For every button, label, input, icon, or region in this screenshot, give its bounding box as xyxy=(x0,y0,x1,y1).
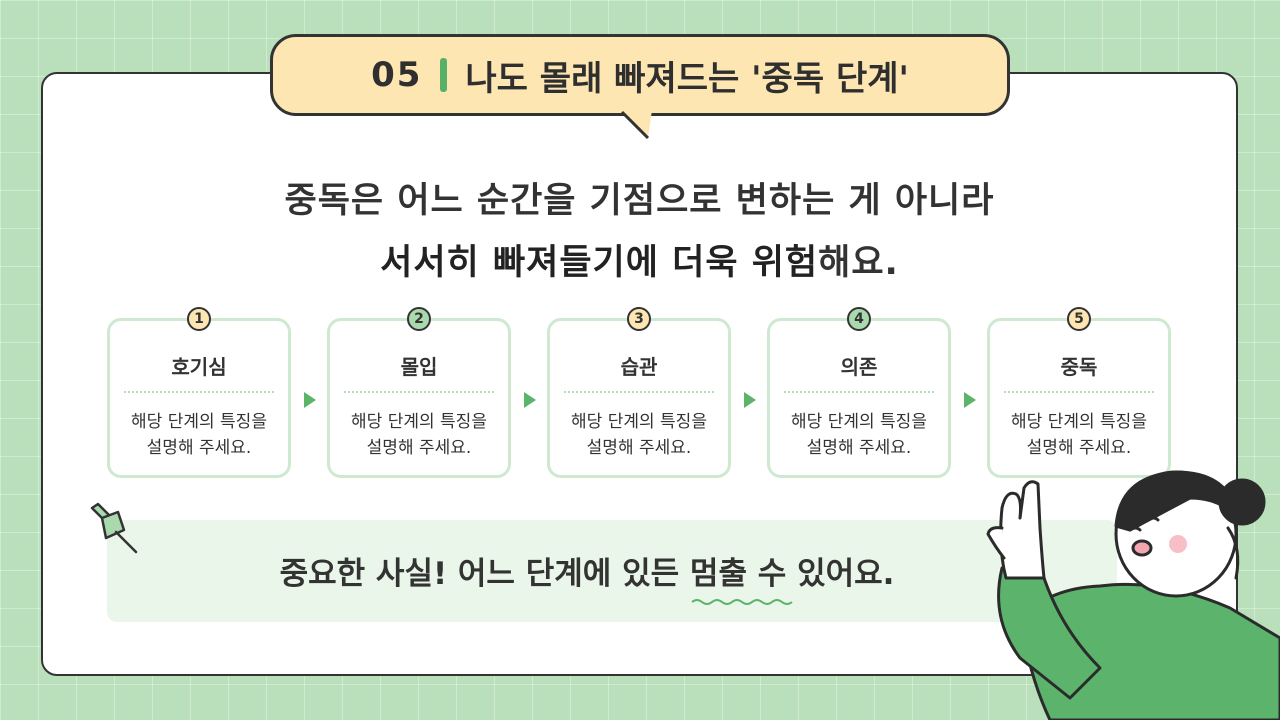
step-title: 습관 xyxy=(620,355,658,379)
arrow-right-icon xyxy=(964,392,976,408)
step-number-badge: 3 xyxy=(627,307,651,331)
title-bubble: 05 나도 몰래 빠져드는 '중독 단계' xyxy=(270,34,1010,116)
step-divider xyxy=(784,391,934,393)
bubble-tail xyxy=(620,110,652,140)
step-title: 호기심 xyxy=(171,355,227,379)
arrow-right-icon xyxy=(744,392,756,408)
step-description: 해당 단계의 특징을 설명해 주세요. xyxy=(1011,412,1147,458)
headline-line-1: 중독은 어느 순간을 기점으로 변하는 게 아니라 xyxy=(284,181,995,221)
step-description: 해당 단계의 특징을 설명해 주세요. xyxy=(351,412,487,458)
step-title: 중독 xyxy=(1060,355,1098,379)
step-card-1: 1 호기심 해당 단계의 특징을 설명해 주세요. xyxy=(107,307,291,478)
step-description: 해당 단계의 특징을 설명해 주세요. xyxy=(131,412,267,458)
step-card-5: 5 중독 해당 단계의 특징을 설명해 주세요. xyxy=(987,307,1171,478)
arrow-right-icon xyxy=(304,392,316,408)
step-divider xyxy=(564,391,714,393)
step-divider xyxy=(124,391,274,393)
step-card-2: 2 몰입 해당 단계의 특징을 설명해 주세요. xyxy=(327,307,511,478)
title-number: 05 xyxy=(371,55,423,95)
step-divider xyxy=(1004,391,1154,393)
headline-emphasis: 서서히 빠져들기에 더욱 위험 xyxy=(380,243,819,283)
note-box xyxy=(107,520,1117,622)
note-suffix: 있어요. xyxy=(786,556,895,592)
step-number-badge: 5 xyxy=(1067,307,1091,331)
headline-line-2: 서서히 빠져들기에 더욱 위험해요. xyxy=(41,234,1238,285)
step-description: 해당 단계의 특징을 설명해 주세요. xyxy=(571,412,707,458)
step-divider xyxy=(344,391,494,393)
step-card-3: 3 습관 해당 단계의 특징을 설명해 주세요. xyxy=(547,307,731,478)
squiggle-underline-icon xyxy=(691,599,793,605)
title-divider xyxy=(440,58,448,92)
step-title: 몰입 xyxy=(400,355,438,379)
character-illustration xyxy=(986,470,1280,720)
headline-rest: 해요. xyxy=(818,243,899,283)
pushpin-icon xyxy=(90,502,138,554)
step-number-badge: 4 xyxy=(847,307,871,331)
note-emphasis: 멈출 수 xyxy=(689,556,787,592)
step-number-badge: 1 xyxy=(187,307,211,331)
note-text: 중요한 사실! 어느 단계에 있든 멈출 수 있어요. xyxy=(107,548,1067,605)
note-prefix: 중요한 사실! 어느 단계에 있든 xyxy=(279,556,690,592)
page-title: 나도 몰래 빠져드는 '중독 단계' xyxy=(465,58,909,99)
step-card-4: 4 의존 해당 단계의 특징을 설명해 주세요. xyxy=(767,307,951,478)
step-number-badge: 2 xyxy=(407,307,431,331)
note-emphasis-wrap: 멈출 수 xyxy=(689,548,793,605)
step-description: 해당 단계의 특징을 설명해 주세요. xyxy=(791,412,927,458)
step-title: 의존 xyxy=(840,355,878,379)
arrow-right-icon xyxy=(524,392,536,408)
